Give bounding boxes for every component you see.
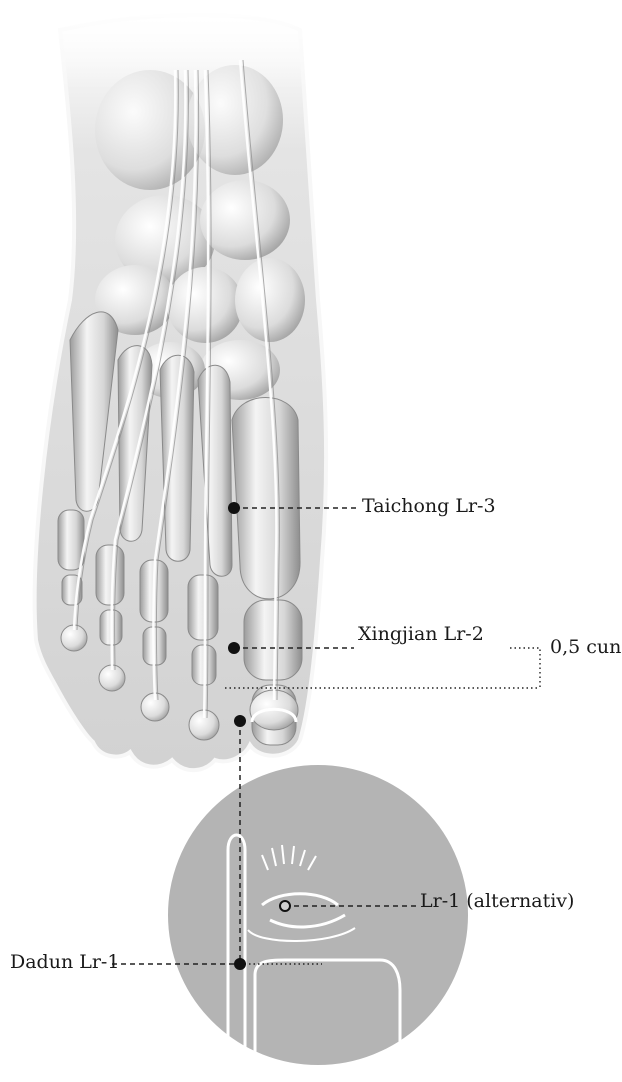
point-dadun-inset xyxy=(234,958,246,970)
label-xingjian: Xingjian Lr-2 xyxy=(358,625,484,644)
label-lr1-alternative: Lr-1 (alternativ) xyxy=(420,892,574,911)
point-dadun-toe xyxy=(234,715,246,727)
point-xingjian xyxy=(228,642,240,654)
label-cun-measure: 0,5 cun xyxy=(550,638,621,657)
label-dadun: Dadun Lr-1 xyxy=(10,953,119,972)
point-lr1-alt xyxy=(280,901,290,911)
label-taichong: Taichong Lr-3 xyxy=(362,497,496,516)
point-taichong xyxy=(228,502,240,514)
detail-inset xyxy=(160,763,470,1067)
